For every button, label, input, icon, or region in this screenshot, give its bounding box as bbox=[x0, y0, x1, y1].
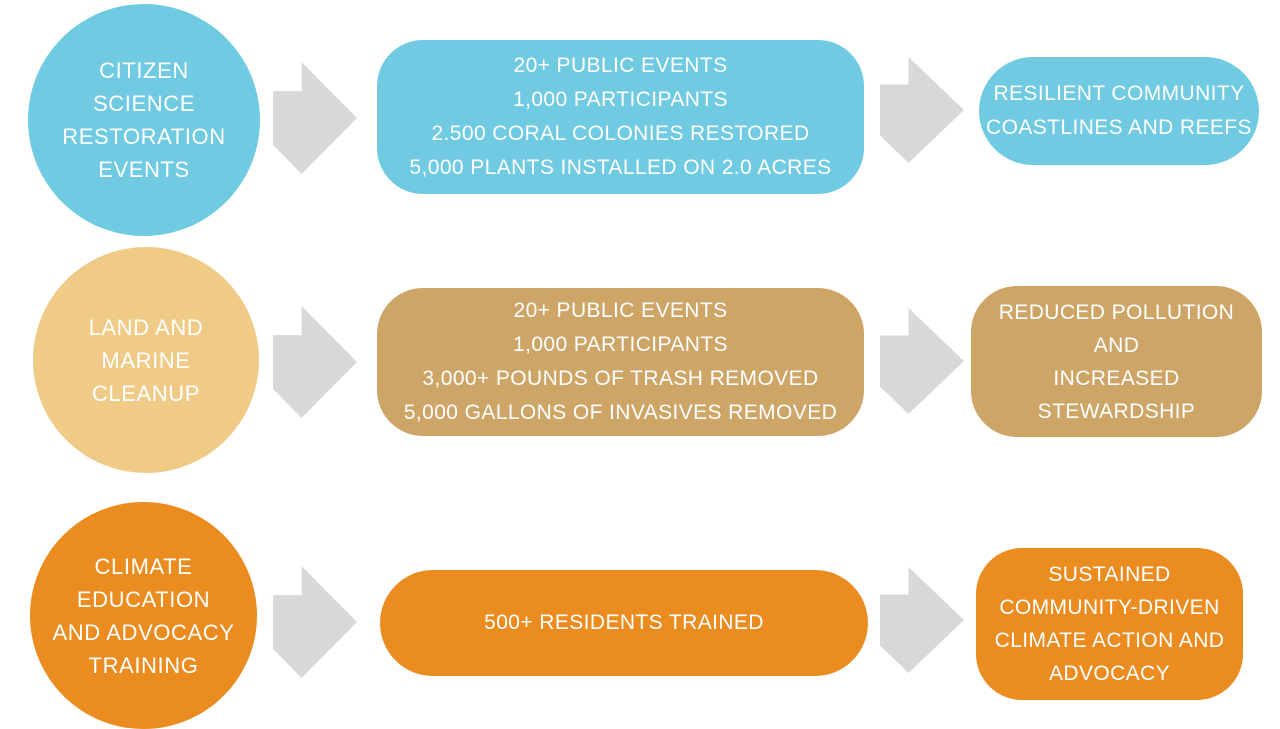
arrow-right-icon bbox=[273, 566, 357, 678]
activity-circle-cleanup: LAND AND MARINE CLEANUP bbox=[33, 247, 259, 473]
arrow-right-icon bbox=[273, 306, 357, 418]
arrow-right-icon bbox=[273, 62, 357, 174]
activity-circle-citizen-science: CITIZEN SCIENCE RESTORATION EVENTS bbox=[28, 4, 260, 236]
outcome-box-cleanup: REDUCED POLLUTION AND INCREASED STEWARDS… bbox=[971, 286, 1262, 437]
arrow-right-icon bbox=[880, 57, 964, 163]
arrow-right-icon bbox=[880, 567, 964, 673]
arrow-right-icon bbox=[880, 308, 964, 414]
outcome-box-climate-training: SUSTAINED COMMUNITY-DRIVEN CLIMATE ACTIO… bbox=[976, 548, 1243, 700]
outputs-box-cleanup: 20+ PUBLIC EVENTS 1,000 PARTICIPANTS 3,0… bbox=[377, 288, 864, 436]
outcome-box-citizen-science: RESILIENT COMMUNITY COASTLINES AND REEFS bbox=[979, 57, 1259, 165]
outputs-box-climate-training: 500+ RESIDENTS TRAINED bbox=[380, 570, 868, 676]
outputs-box-citizen-science: 20+ PUBLIC EVENTS 1,000 PARTICIPANTS 2.5… bbox=[377, 40, 864, 194]
activity-circle-climate-training: CLIMATE EDUCATION AND ADVOCACY TRAINING bbox=[30, 502, 257, 729]
